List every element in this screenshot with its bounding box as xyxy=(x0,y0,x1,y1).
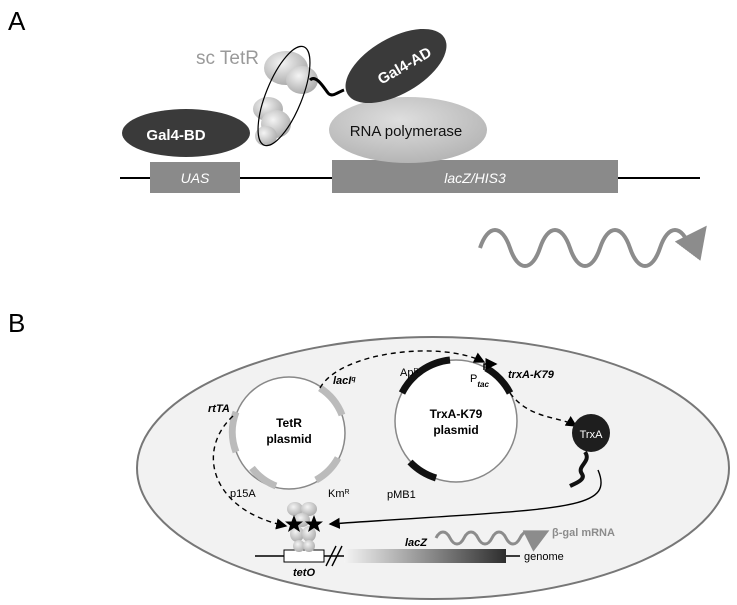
trxa-plasmid-label-1: TrxA-K79 xyxy=(430,407,483,421)
sc-tetr-label: sc TetR xyxy=(196,48,259,69)
panel-b: B TetR plasmid lacIq rtTA p15A KmR xyxy=(8,308,730,600)
kmr-gene xyxy=(314,456,342,484)
laciq-label: lacIq xyxy=(333,375,356,387)
gal4-bd-label: Gal4-BD xyxy=(146,127,205,144)
tetr-outline xyxy=(257,45,311,147)
lacz-label: lacZ xyxy=(405,537,428,549)
apr-label: ApR xyxy=(400,367,419,379)
genome-label: genome xyxy=(524,551,564,563)
tetr-plasmid: TetR plasmid xyxy=(228,376,346,490)
linker xyxy=(308,77,345,97)
pmb1-segment xyxy=(407,459,438,482)
trxa-plasmid-label-2: plasmid xyxy=(433,423,478,437)
promoter-arrow xyxy=(483,358,498,370)
panel-a: A UAS lacZ/HIS3 RNA polymerase Gal4-BD s… xyxy=(8,6,707,268)
teto-label: tetO xyxy=(293,567,315,579)
trxa-protein-label: TrxA xyxy=(580,429,603,441)
reporter-label: lacZ/HIS3 xyxy=(444,170,506,186)
teto-box xyxy=(283,549,325,563)
tetr-b-lobe-2 xyxy=(301,502,317,516)
ptac-label: Ptac xyxy=(470,373,489,389)
tetr-plasmid-label-2: plasmid xyxy=(266,432,311,446)
kmr-label: KmR xyxy=(328,488,350,500)
tetr-b-lobe-6 xyxy=(293,540,305,552)
tetr-b-lobe-1 xyxy=(287,502,303,516)
mrna-label: β-gal mRNA xyxy=(552,527,615,539)
reporter-box xyxy=(332,160,618,193)
trxa-expression-arrow xyxy=(509,392,578,427)
genome-break-2 xyxy=(331,545,343,567)
tetr-b-lobe-5 xyxy=(302,526,316,542)
p15a-label: p15A xyxy=(230,488,256,500)
panel-b-letter: B xyxy=(8,308,25,338)
tetr-b-lobe-4 xyxy=(290,526,304,542)
uas-box xyxy=(150,162,240,193)
trxa-binding-arrow xyxy=(328,469,602,529)
uas-label: UAS xyxy=(181,170,210,186)
rna-polymerase xyxy=(329,97,487,163)
ligand-star-1 xyxy=(285,515,303,532)
apr-gene xyxy=(398,356,451,395)
lacz-box xyxy=(344,549,506,563)
trxa-protein xyxy=(572,414,610,452)
laciq-repression-arrow xyxy=(319,350,486,389)
rtta-expression-arrow xyxy=(212,415,288,530)
rtta-label: rtTA xyxy=(208,403,230,415)
rna-polymerase-label: RNA polymerase xyxy=(350,123,463,140)
trxa-plasmid: TrxA-K79 plasmid xyxy=(394,356,518,483)
gal4-bd xyxy=(122,109,250,157)
trxa-peptide-tail xyxy=(569,450,589,488)
trxa-plasmid-ring xyxy=(394,359,518,483)
mrna-wave xyxy=(434,530,550,552)
genome-break-1 xyxy=(325,545,337,567)
gal4-ad xyxy=(345,28,447,104)
tetr-plasmid-label-1: TetR xyxy=(276,416,302,430)
rtta-gene xyxy=(228,410,240,454)
pmb1-label: pMB1 xyxy=(387,489,416,501)
transcript-wave-a xyxy=(478,225,707,268)
p15a-segment xyxy=(249,465,278,490)
tetr-b-lobe-7 xyxy=(303,540,315,552)
panel-a-letter: A xyxy=(8,6,26,36)
tetr-complex xyxy=(285,502,323,552)
ligand-star-2 xyxy=(305,515,323,532)
trxa-k79-label: trxA-K79 xyxy=(508,369,555,381)
tetr-lobe-2 xyxy=(286,66,318,94)
laciq-gene xyxy=(317,385,346,417)
